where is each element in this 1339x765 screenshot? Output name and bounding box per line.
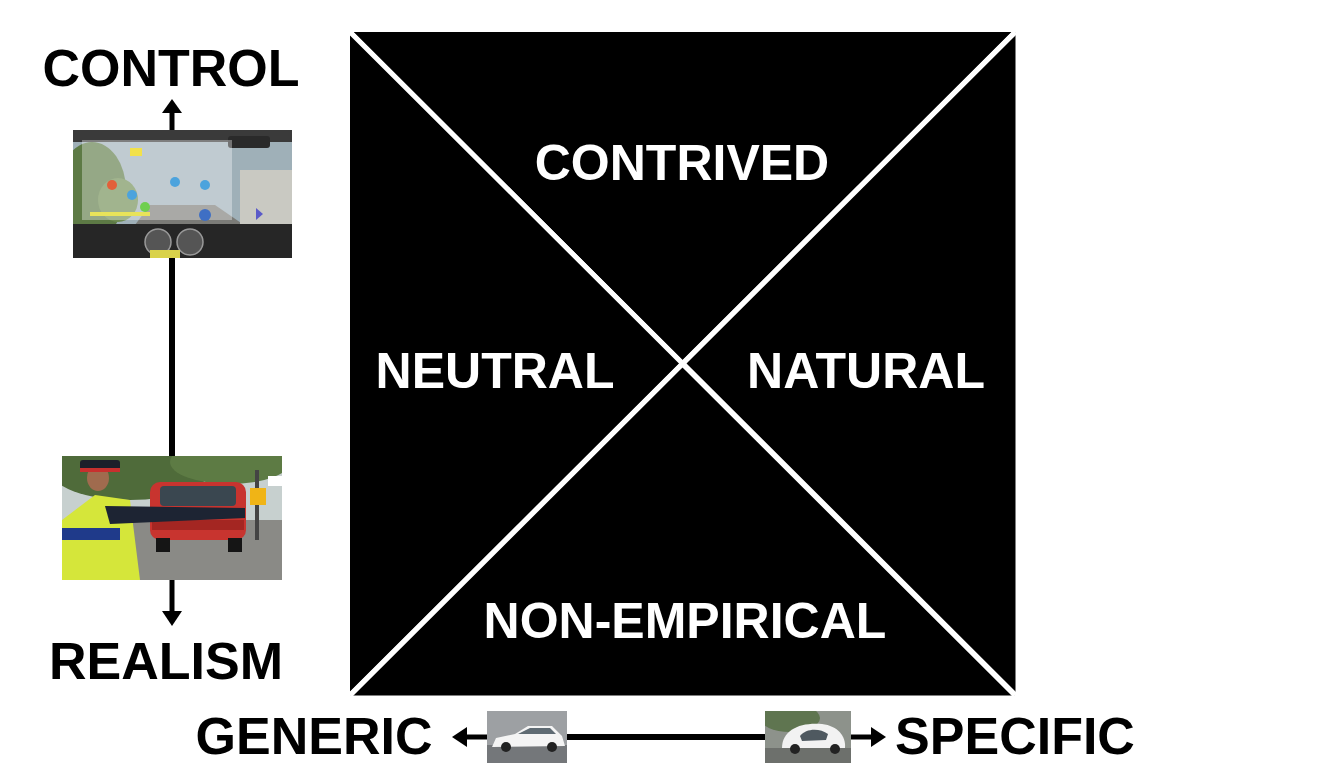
axis-label: SPECIFIC: [895, 710, 1135, 762]
quadrant-label: CONTRIVED: [535, 138, 829, 188]
simulator-photo: [73, 130, 292, 258]
police-photo: [62, 456, 282, 580]
quadrant-label: NON-EMPIRICAL: [484, 596, 887, 646]
axis-label: CONTROL: [42, 42, 299, 94]
quadrant-label: NATURAL: [747, 346, 985, 396]
quadrant-triangle: NON-EMPIRICAL: [350, 364, 1015, 696]
diagonal-line: [350, 364, 1015, 696]
quadrant-label: NEUTRAL: [376, 346, 615, 396]
quadrant-square: [350, 32, 1015, 695]
axis-label: GENERIC: [196, 710, 433, 762]
axis-label: REALISM: [49, 635, 283, 687]
triangle-fill: [350, 364, 1015, 696]
generic-car-photo: [487, 711, 567, 763]
specific-car-photo: [765, 711, 851, 763]
